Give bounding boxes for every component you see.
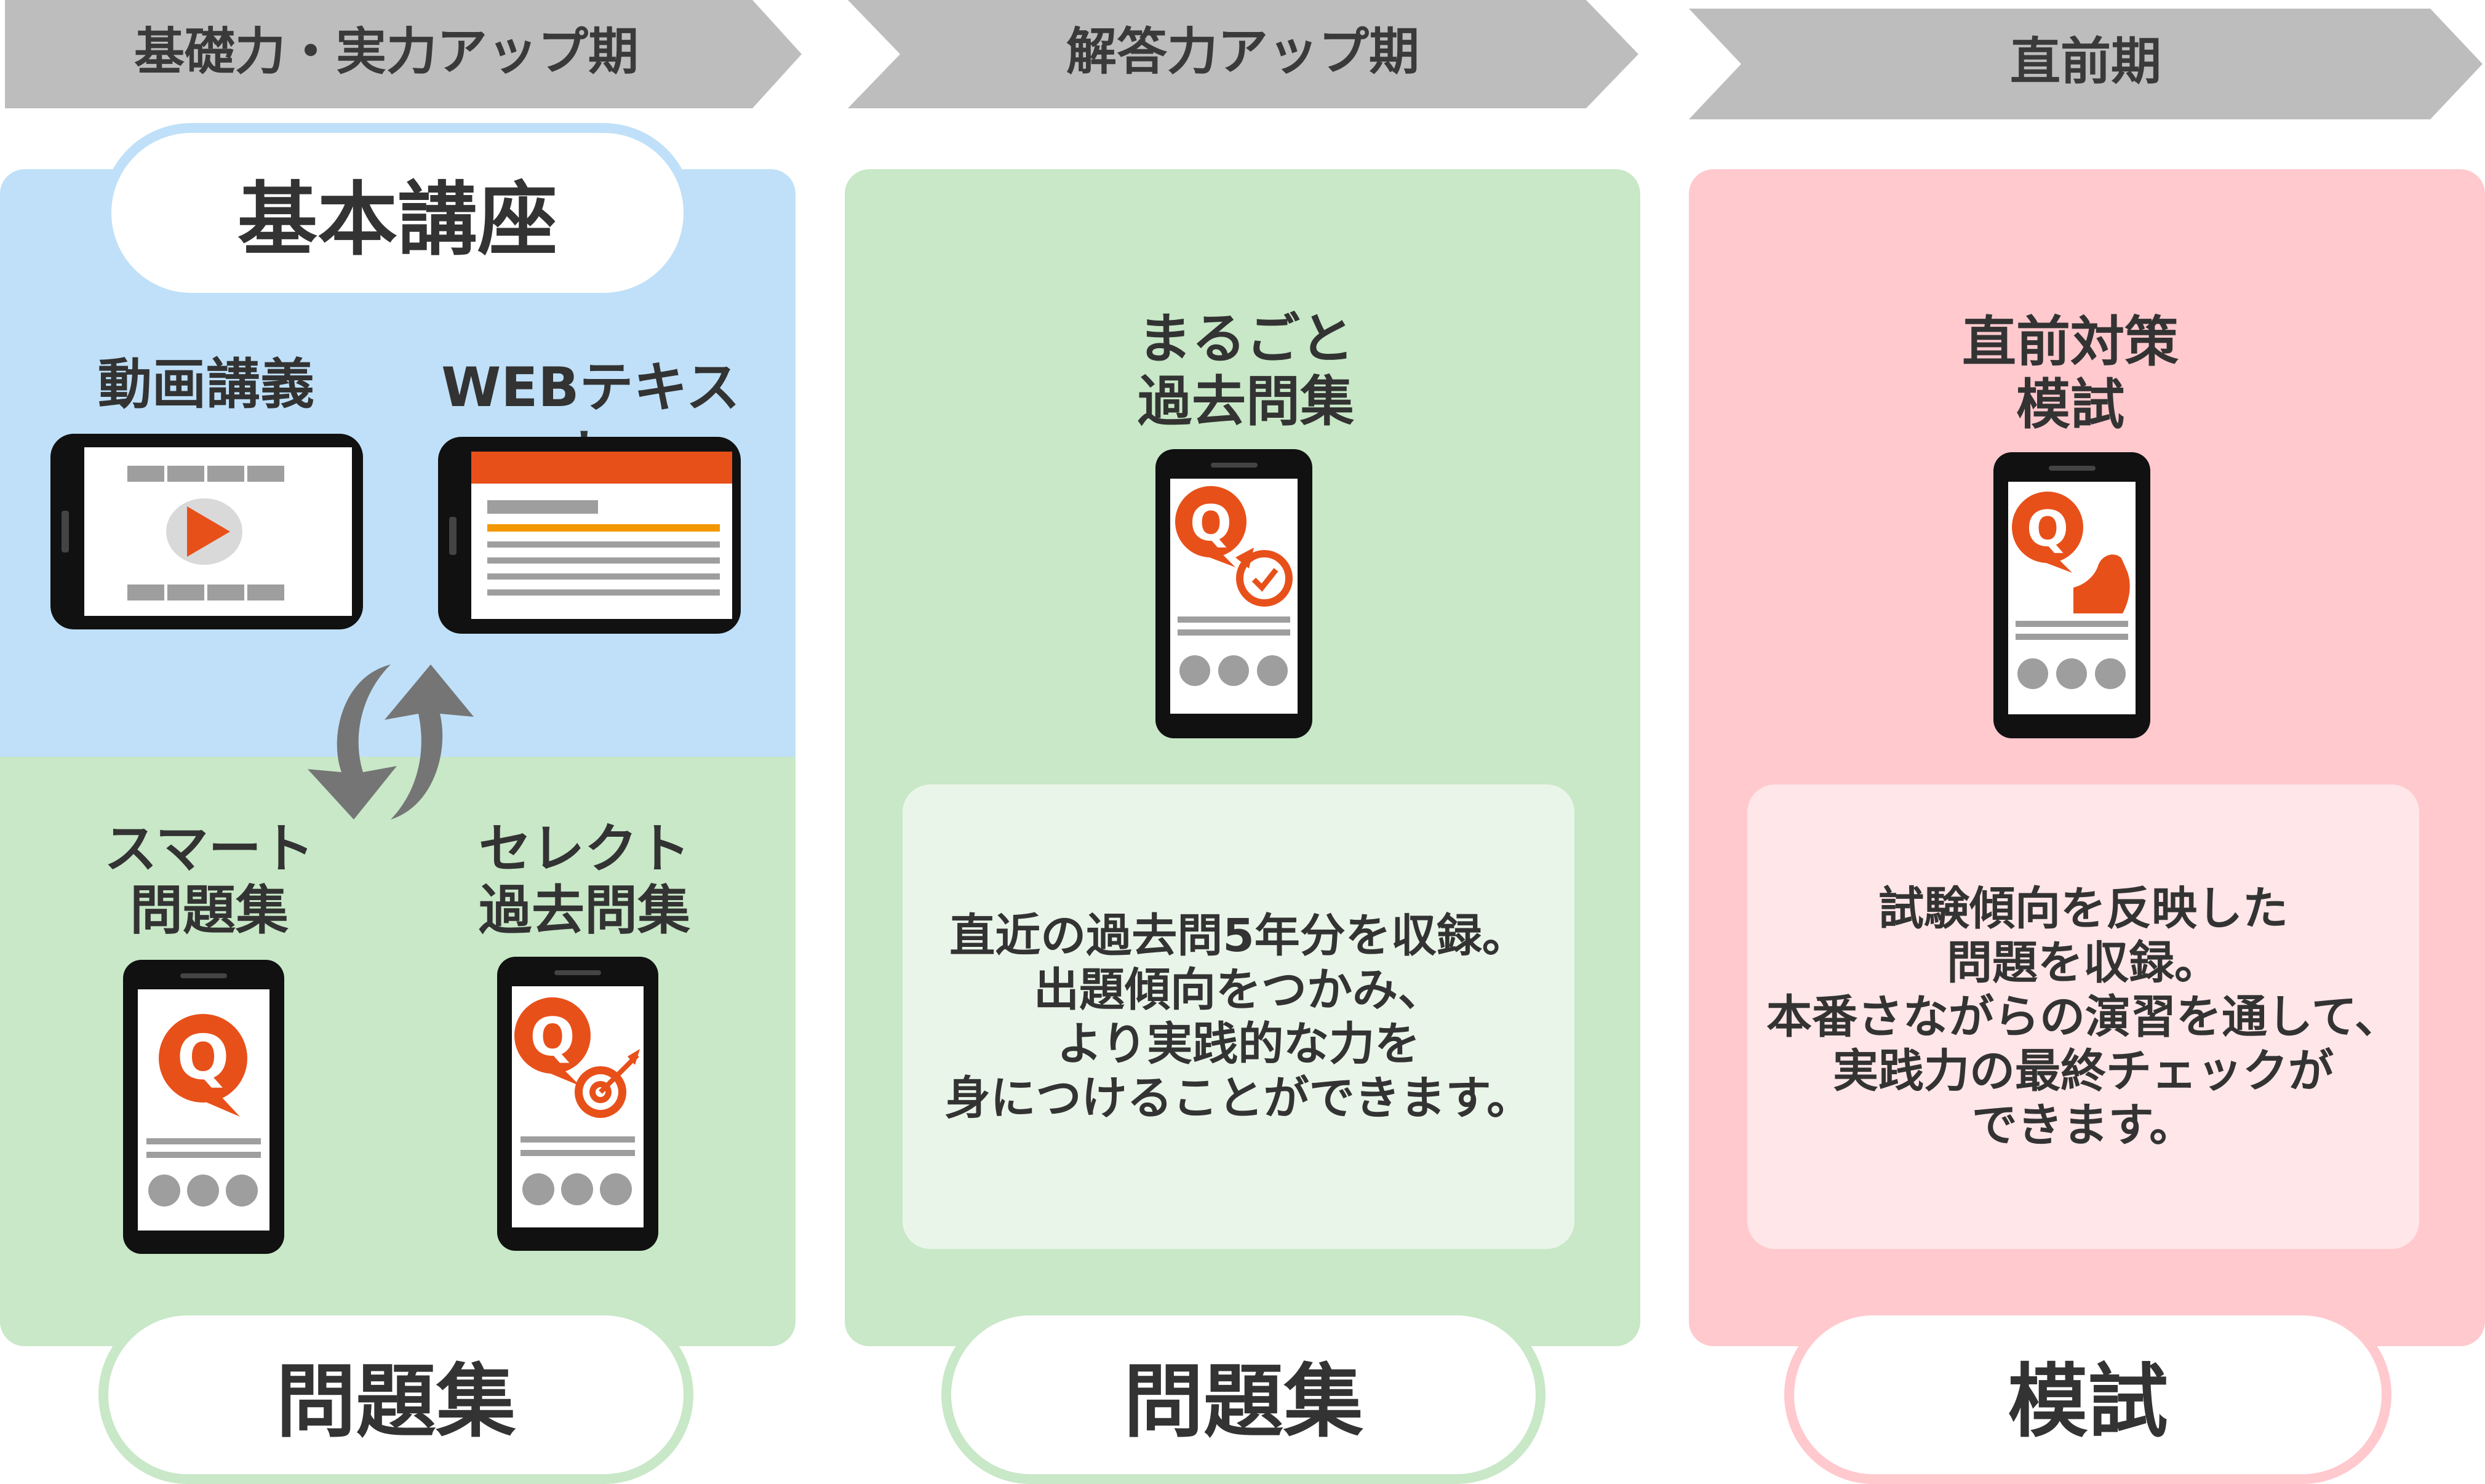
col1-problem-badge: 問題集 bbox=[98, 1306, 693, 1484]
col3-mock-label: 模試 bbox=[2008, 1355, 2168, 1448]
select-past-label: セレクト 過去問集 bbox=[479, 818, 690, 941]
q-letter: Q bbox=[1190, 495, 1232, 552]
cycle-arrows-icon bbox=[308, 664, 474, 820]
phase-arrow-2 bbox=[848, 0, 1638, 108]
smart-problem-phone-icon: Q bbox=[123, 960, 284, 1254]
marugoto-title: まるごと 過去問集 bbox=[1137, 307, 1354, 433]
marugoto-description-box: 直近の過去問5年分を収録。 出題傾向をつかみ、 より実践的な力を 身につけること… bbox=[903, 784, 1574, 1249]
mock-exam-phone-icon: Q bbox=[1993, 452, 2150, 738]
q-letter: Q bbox=[530, 1007, 575, 1068]
col3-mock-badge: 模試 bbox=[1784, 1306, 2391, 1484]
phase-label-1: 基礎力・実力アップ期 bbox=[134, 23, 639, 81]
q-letter: Q bbox=[177, 1021, 229, 1093]
phase-label-2: 解答力アップ期 bbox=[1066, 23, 1419, 81]
video-lecture-label: 動画講義 bbox=[97, 353, 314, 416]
marugoto-description: 直近の過去問5年分を収録。 出題傾向をつかみ、 より実践的な力を 身につけること… bbox=[944, 909, 1533, 1125]
col1-problem-label: 問題集 bbox=[276, 1355, 516, 1448]
mock-exam-title: 直前対策 模試 bbox=[1961, 310, 2179, 436]
select-past-phone-icon: Q bbox=[497, 957, 658, 1251]
phase-arrow-1 bbox=[5, 0, 802, 108]
q-letter: Q bbox=[2027, 500, 2068, 557]
video-tablet-icon bbox=[50, 434, 363, 629]
phase-arrow-3 bbox=[1689, 9, 2483, 119]
basic-course-badge: 基本講座 bbox=[102, 123, 693, 303]
marugoto-phone-icon: Q bbox=[1155, 449, 1312, 738]
col2-problem-label: 問題集 bbox=[1123, 1355, 1363, 1448]
web-text-tablet-icon bbox=[438, 437, 741, 634]
mock-exam-description-box: 試験傾向を反映した 問題を収録。 本番さながらの演習を通して、 実践力の最終チェ… bbox=[1747, 784, 2419, 1249]
col2-problem-badge: 問題集 bbox=[941, 1306, 1546, 1484]
smart-problem-label: スマート 問題集 bbox=[104, 818, 314, 941]
mock-exam-description: 試験傾向を反映した 問題を収録。 本番さながらの演習を通して、 実践力の最終チェ… bbox=[1766, 882, 2401, 1152]
phase-label-3: 直前期 bbox=[2009, 33, 2161, 91]
basic-course-label: 基本講座 bbox=[237, 173, 557, 266]
